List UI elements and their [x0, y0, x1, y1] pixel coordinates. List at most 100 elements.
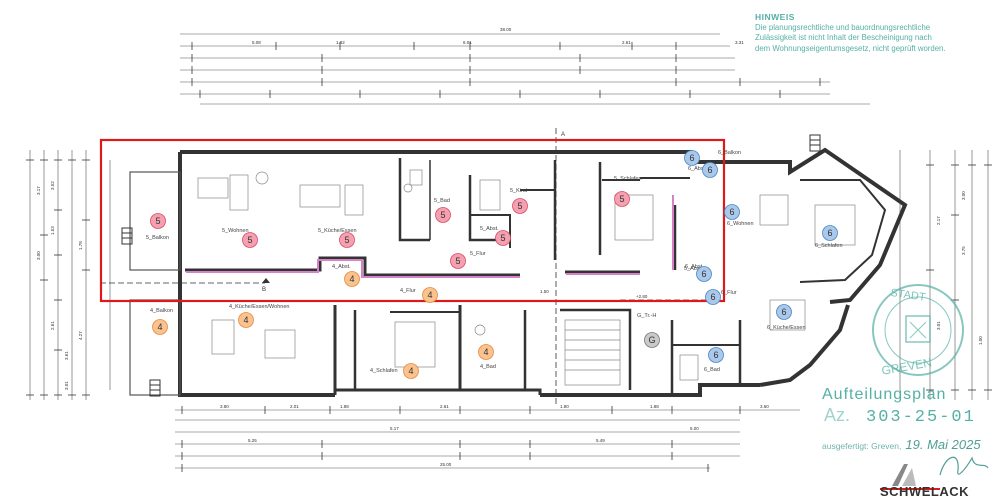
dim-top-1: 5.08	[252, 40, 261, 45]
stamp-prefix: Az.	[824, 405, 851, 425]
dim-bottom-1: 3.80	[220, 404, 229, 409]
unit-number-6: 6	[701, 269, 706, 279]
unit4-marker	[478, 344, 494, 360]
unit-number-5: 5	[155, 216, 160, 226]
unit6-marker	[705, 289, 721, 305]
building-walls	[129, 147, 908, 397]
unit5-marker	[339, 232, 355, 248]
unit5-marker	[450, 253, 466, 269]
company-name: SCHWELACK	[880, 484, 969, 499]
unit5-markers	[150, 191, 630, 269]
seal-text-top: STADT	[890, 287, 927, 304]
unit-number-5: 5	[455, 256, 460, 266]
unit4-marker	[422, 287, 438, 303]
dim-bottom2-4: 5.00	[690, 426, 699, 431]
notice-heading: HINWEIS	[755, 12, 795, 22]
stamp-title: Aufteilungsplan	[822, 386, 947, 403]
dim-bottom2-3: 5.49	[596, 438, 605, 443]
unit5-marker	[614, 191, 630, 207]
notice-line-1: Die planungsrechtliche und bauordnungsre…	[755, 22, 931, 32]
unit-number-6: 6	[710, 292, 715, 302]
stamp-issued-date: 19. Mai 2025	[905, 437, 981, 452]
room-label-6-balkon: 6_Balkon	[718, 150, 741, 156]
ladder-icons	[121, 134, 821, 397]
dim-left-6: 1.78	[78, 241, 83, 250]
room-label-4-bad: 4_Bad	[480, 364, 496, 370]
dim-bottom-5: 1.80	[560, 404, 569, 409]
unit-number-6: 6	[689, 153, 694, 163]
section-marker-a: A	[561, 132, 565, 138]
top-dimension-lines	[180, 33, 870, 105]
room-label-6-wohnen: 6_Wohnen	[727, 221, 754, 227]
room-label-6-abst-2: 6_Abst.	[685, 264, 704, 270]
room-labels: 5_Balkon 5_Wohnen 5_Küche/Essen 5_Bad 5_…	[146, 150, 843, 374]
left-dimension-lines	[26, 150, 111, 400]
dim-right-5: 1.00	[978, 336, 983, 345]
dim-left-2: 3.00	[36, 251, 41, 260]
level-marker-1: +2.80	[636, 294, 648, 299]
section-lines	[100, 128, 715, 405]
unit-number-6: 6	[707, 165, 712, 175]
unit-number-5: 5	[500, 233, 505, 243]
dim-top-3: 6.01	[463, 40, 472, 45]
room-label-5-kind: 5_Kind	[510, 188, 527, 194]
unit6-marker	[822, 225, 838, 241]
room-label-4-flur: 4_Flur	[400, 288, 416, 294]
unit-numbers: 5 5 5 5 5 5 5 5 4 4 4 4 4 4 6 6 6 6 6 6 …	[155, 153, 832, 376]
dim-left-9: 3.01	[64, 381, 69, 390]
dim-bottom2-1: 5.25	[248, 438, 257, 443]
dim-left-3: 3.52	[50, 181, 55, 190]
stamp-number: 303-25-01	[866, 408, 976, 427]
dim-bottom-3: 1.88	[340, 404, 349, 409]
room-label-5-flur: 5_Flur	[470, 251, 486, 257]
dim-left-7: 4.27	[78, 331, 83, 340]
section-arrow-b	[262, 278, 270, 283]
unit6-marker	[724, 204, 740, 220]
unit-number-4: 4	[408, 366, 413, 376]
bottom-dimension-lines	[175, 406, 800, 472]
common-marker	[644, 332, 660, 348]
room-label-4-abst: 4_Abst.	[332, 264, 351, 270]
unit-number-4: 4	[349, 274, 354, 284]
city-seal	[872, 284, 964, 376]
dim-top-2: 1.82	[336, 40, 345, 45]
unit-number-4: 4	[157, 322, 162, 332]
room-label-5-wohnen: 5_Wohnen	[222, 228, 249, 234]
right-dimension-lines	[899, 150, 992, 400]
unit-number-4: 4	[483, 347, 488, 357]
dim-right-1: 3.00	[961, 191, 966, 200]
unit-number-5: 5	[247, 235, 252, 245]
room-label-6-schlafen: 6_Schlafen	[815, 243, 843, 249]
unit6-marker	[776, 304, 792, 320]
unit-boundary-partition	[186, 195, 674, 278]
furniture-details	[197, 169, 856, 386]
unit-number-6: 6	[729, 207, 734, 217]
room-label-g-treppenhaus: G_Tr.-H	[637, 313, 656, 319]
dim-bottom-4: 2.61	[440, 404, 449, 409]
unit-number-4: 4	[243, 315, 248, 325]
dim-right-2: 3.75	[961, 246, 966, 255]
room-label-5-abst: 5_Abst.	[480, 226, 499, 232]
unit5-marker	[150, 213, 166, 229]
unit-number-5: 5	[517, 201, 522, 211]
dim-bottom2-2: 5.17	[390, 426, 399, 431]
dim-left-4: 1.53	[50, 226, 55, 235]
unit4-marker	[238, 312, 254, 328]
unit-number-4: 4	[427, 290, 432, 300]
unit-number-5: 5	[619, 194, 624, 204]
room-label-5-kueche-essen: 5_Küche/Essen	[318, 228, 357, 234]
unit5-marker	[435, 207, 451, 223]
room-label-5-balkon: 5_Balkon	[146, 235, 169, 241]
room-label-6-flur: 6_Flur	[721, 290, 737, 296]
unit6-marker	[708, 347, 724, 363]
dim-top-4: 2.61	[622, 40, 631, 45]
notice-box: HINWEIS Die planungsrechtliche und bauor…	[755, 12, 995, 54]
unit-number-6: 6	[781, 307, 786, 317]
unit5-marker	[495, 230, 511, 246]
unit4-marker	[344, 271, 360, 287]
dim-bottom-total: 25.00	[440, 462, 452, 467]
notice-line-3: dem Wohnungseigentumsgesetz, nicht geprü…	[755, 43, 946, 53]
unit-number-common: G	[648, 335, 655, 345]
section-marker-b: B	[262, 287, 266, 293]
